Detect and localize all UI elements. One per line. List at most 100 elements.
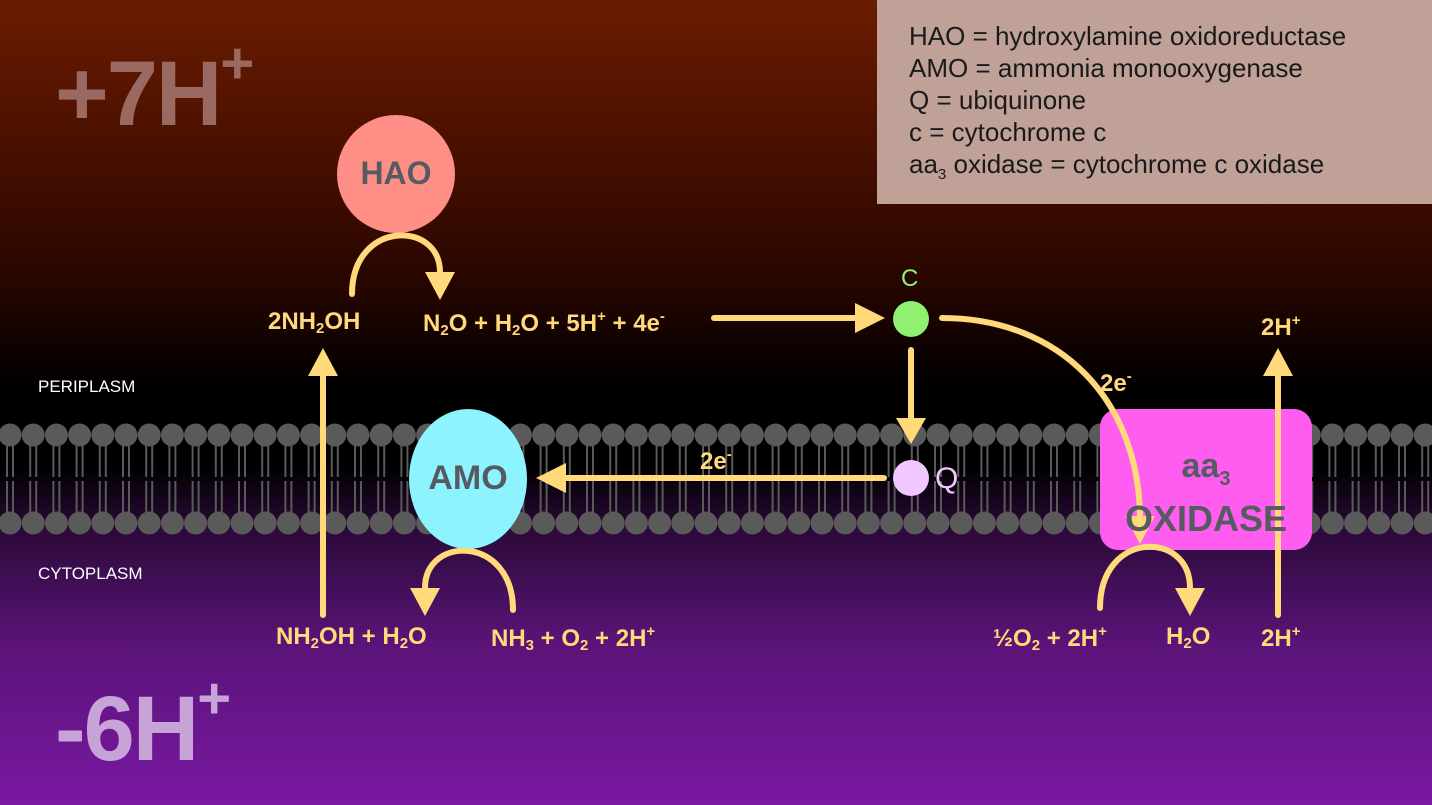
lipid-head <box>694 423 718 447</box>
lipid-head <box>44 511 68 535</box>
amo-enzyme <box>409 409 527 549</box>
cytoplasm-label: CYTOPLASM <box>38 564 143 583</box>
proton-in-label: 2H+ <box>1261 623 1301 652</box>
legend-line-q: Q = ubiquinone <box>909 85 1087 115</box>
lipid-head <box>114 423 138 447</box>
ubiquinone-dot <box>893 460 929 496</box>
hao-products-label: N2O + H2O + 5H+ + 4e- <box>423 308 665 339</box>
lipid-head <box>833 511 857 535</box>
hao-enzyme <box>337 115 455 233</box>
lipid-head <box>1320 423 1344 447</box>
lipid-head <box>21 511 45 535</box>
electrons-to-oxidase-label: 2e- <box>1100 368 1132 397</box>
net-proton-top: +7H+ <box>55 31 254 145</box>
oxidase-substrates-label: ½O2 + 2H+ <box>993 623 1107 654</box>
water-arrowhead <box>1175 588 1205 616</box>
lipid-head <box>207 423 231 447</box>
lipid-head <box>253 423 277 447</box>
hao-arrowhead <box>425 272 455 300</box>
q-arrowhead <box>896 418 926 444</box>
lipid-head <box>764 511 788 535</box>
cytochrome-c-dot <box>893 301 929 337</box>
lipid-head <box>68 423 92 447</box>
lipid-head <box>1413 423 1432 447</box>
oxidase-label-line1: aa3 <box>1181 447 1231 490</box>
lipid-head <box>114 511 138 535</box>
lipid-head <box>1065 423 1089 447</box>
lipid-head <box>1390 423 1414 447</box>
legend-line-aa3: aa3 oxidase = cytochrome c oxidase <box>909 149 1325 184</box>
lipid-head <box>856 511 880 535</box>
lipid-head <box>300 511 324 535</box>
lipid-head <box>1042 423 1066 447</box>
lipid-head <box>184 511 208 535</box>
oxidase-label: aa3 OXIDASE <box>1100 446 1312 539</box>
lipid-head <box>1344 511 1368 535</box>
legend-line-c: c = cytochrome c <box>909 117 1107 147</box>
lipid-head <box>300 423 324 447</box>
lipid-head <box>972 511 996 535</box>
lipid-head <box>68 511 92 535</box>
lipid-head <box>276 511 300 535</box>
lipid-head <box>810 511 834 535</box>
lipid-head <box>91 511 115 535</box>
lipid-head <box>207 511 231 535</box>
lipid-head <box>880 511 904 535</box>
lipid-head <box>1367 423 1391 447</box>
lipid-head <box>996 511 1020 535</box>
lipid-head <box>624 511 648 535</box>
lipid-head <box>91 423 115 447</box>
lipid-head <box>671 423 695 447</box>
lipid-head <box>996 423 1020 447</box>
lipid-head <box>578 423 602 447</box>
lipid-head <box>137 511 161 535</box>
lipid-head <box>253 511 277 535</box>
lipid-head <box>1367 511 1391 535</box>
lipid-head <box>44 423 68 447</box>
lipid-head <box>346 423 370 447</box>
lipid-head <box>532 423 556 447</box>
lipid-head <box>926 511 950 535</box>
lipid-head <box>532 511 556 535</box>
lipid-head <box>740 511 764 535</box>
lipid-head <box>833 423 857 447</box>
c-to-oxidase-arrow <box>939 315 1143 523</box>
lipid-head <box>949 423 973 447</box>
oxidase-in-arrowhead <box>1125 516 1155 544</box>
lipid-head <box>1042 511 1066 535</box>
lipid-head <box>810 423 834 447</box>
lipid-head <box>323 511 347 535</box>
abbreviation-legend: HAO = hydroxylamine oxidoreductase AMO =… <box>877 0 1432 204</box>
lipid-head <box>648 423 672 447</box>
lipid-head <box>160 511 184 535</box>
lipid-head <box>671 511 695 535</box>
lipid-head <box>578 511 602 535</box>
lipid-head <box>1320 511 1344 535</box>
lipid-head <box>369 423 393 447</box>
lipid-head <box>276 423 300 447</box>
lipid-head <box>601 511 625 535</box>
lipid-head <box>764 423 788 447</box>
lipid-head <box>230 511 254 535</box>
ubiquinone-label: Q <box>935 462 959 495</box>
oxidase-reaction-arrow <box>1097 543 1193 611</box>
lipid-head <box>787 423 811 447</box>
periplasm-label: PERIPLASM <box>38 377 136 396</box>
nh2oh-arrowhead <box>308 348 338 376</box>
lipid-head <box>903 511 927 535</box>
proton-pump-arrowhead <box>1263 348 1293 376</box>
lipid-head <box>555 423 579 447</box>
amo-arrowhead <box>536 463 566 493</box>
lipid-head <box>230 423 254 447</box>
lipid-head <box>369 511 393 535</box>
lipid-head <box>880 423 904 447</box>
lipid-head <box>717 511 741 535</box>
lipid-head <box>1344 423 1368 447</box>
lipid-head <box>601 423 625 447</box>
lipid-head <box>949 511 973 535</box>
lipid-head <box>856 423 880 447</box>
lipid-head <box>717 423 741 447</box>
lipid-head <box>972 423 996 447</box>
lipid-head <box>555 511 579 535</box>
